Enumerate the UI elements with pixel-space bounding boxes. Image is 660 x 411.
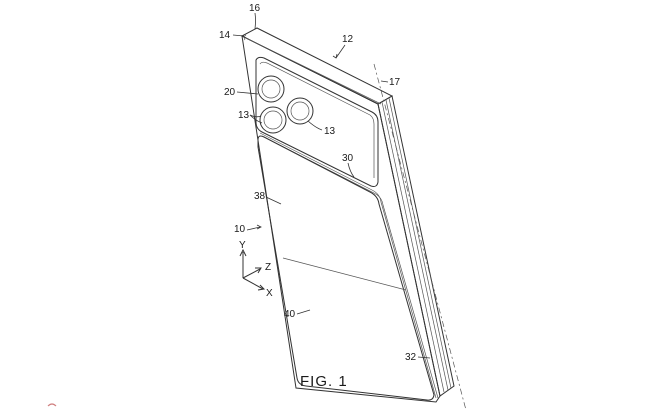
- axis-y-label: Y: [239, 240, 246, 251]
- camera-module: [255, 56, 379, 187]
- fold-axis-line: [373, 63, 467, 411]
- ref-16: 16: [249, 3, 261, 14]
- ref-13-left: 13: [238, 110, 250, 121]
- axis-labels: Y Z X: [239, 240, 273, 299]
- ref-14: 14: [219, 30, 231, 41]
- camera-lens-top: [257, 75, 285, 103]
- ref-10: 10: [234, 224, 246, 235]
- cover-panel: [257, 132, 439, 401]
- coordinate-axes: [239, 248, 266, 291]
- camera-lens-right: [286, 97, 314, 125]
- ref-20: 20: [224, 87, 236, 98]
- figure-caption: FIG. 1: [300, 373, 348, 390]
- phone-body: [240, 27, 455, 403]
- ref-32: 32: [405, 352, 417, 363]
- ref-12: 12: [342, 34, 354, 45]
- camera-lens-bottom: [259, 106, 287, 134]
- corner-mark: [47, 403, 57, 407]
- ref-40: 40: [284, 309, 296, 320]
- axis-z-label: Z: [265, 262, 271, 273]
- ref-30: 30: [342, 153, 354, 164]
- reference-numerals: 16 14 12 17 20 13 13 30 38 10 40 32: [219, 3, 417, 363]
- axis-x-label: X: [266, 288, 273, 299]
- leader-lines: [232, 12, 431, 359]
- ref-38: 38: [254, 191, 266, 202]
- ref-17: 17: [389, 77, 401, 88]
- ref-13-right: 13: [324, 126, 336, 137]
